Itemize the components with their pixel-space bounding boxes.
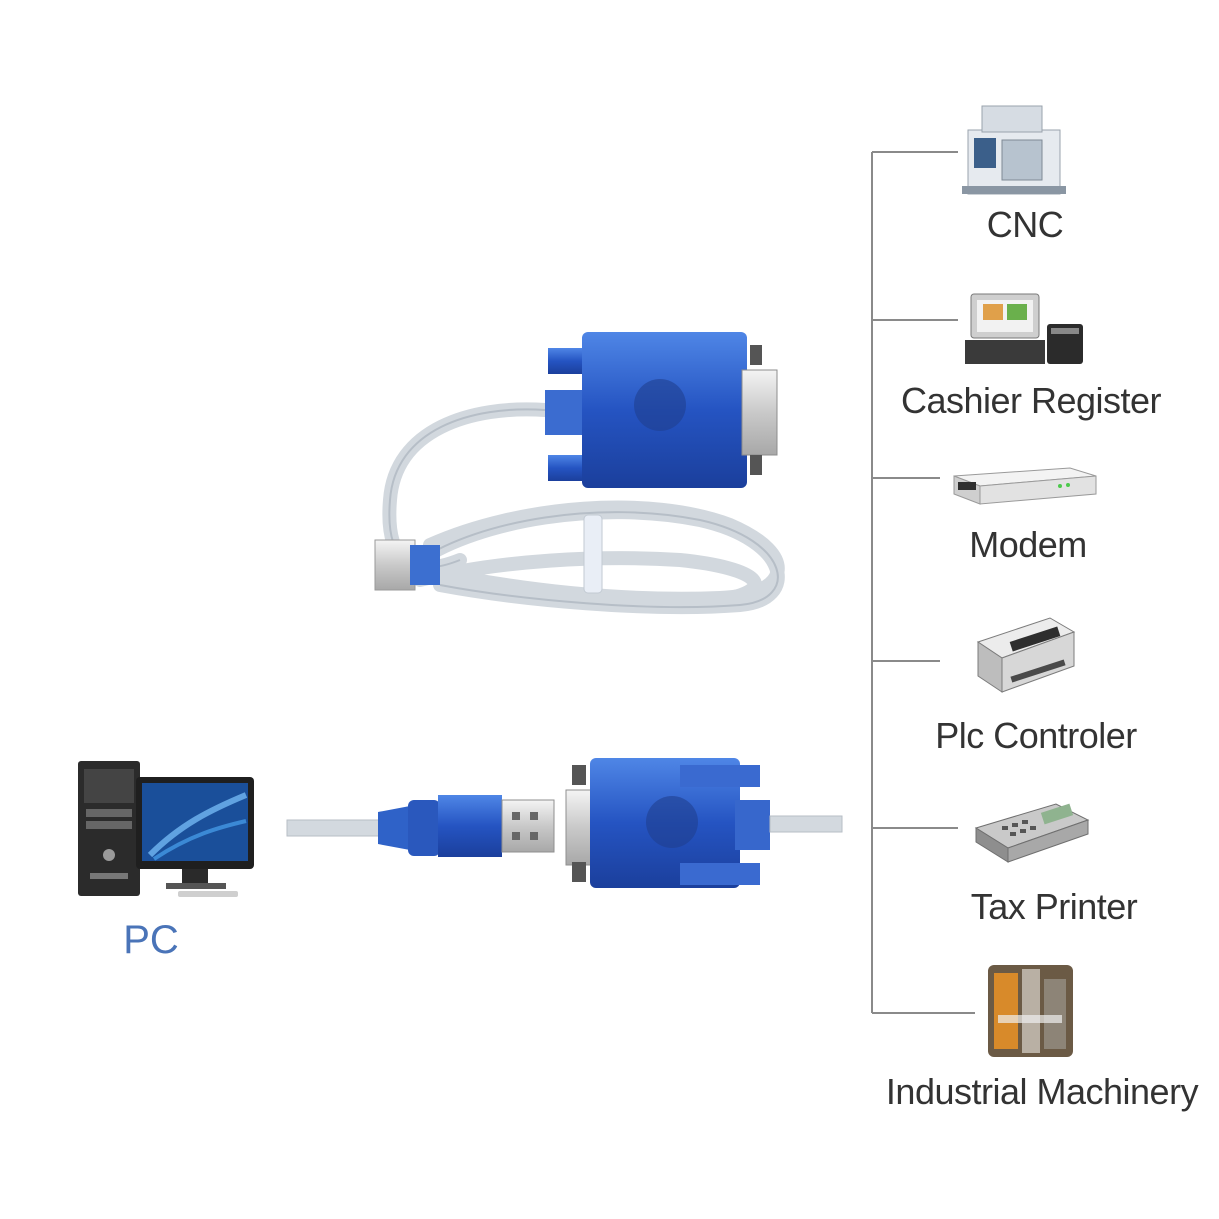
device-label-cnc: CNC (986, 204, 1064, 245)
modem-icon (953, 467, 1097, 505)
device-label-tax-printer: Tax Printer (970, 886, 1138, 927)
pc-computer-icon (78, 761, 254, 897)
device-label-modem: Modem (969, 524, 1087, 565)
tax-printer-icon (974, 803, 1090, 863)
pc-label: PC (123, 918, 179, 962)
device-label-industrial-machinery: Industrial Machinery (885, 1071, 1199, 1112)
cash-register-icon (965, 293, 1083, 364)
cnc-machine-icon (962, 105, 1066, 195)
plc-controller-icon (976, 617, 1076, 693)
device-label-plc-controler: Plc Controler (935, 715, 1137, 756)
device-label-cashier-register: Cashier Register (900, 380, 1162, 421)
industrial-machinery-icon (988, 965, 1073, 1057)
